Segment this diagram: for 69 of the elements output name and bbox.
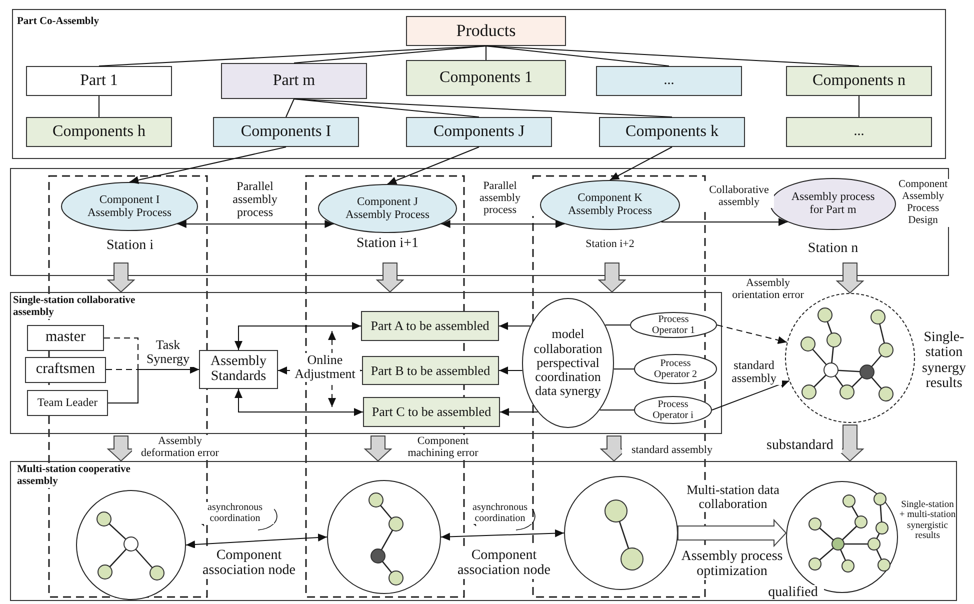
- process-box: Part m: [221, 63, 367, 99]
- arrow: [234, 388, 364, 416]
- connector-line: [294, 98, 672, 118]
- process-box: Team Leader: [27, 390, 108, 416]
- network-drawing: [76, 490, 186, 600]
- connector-line: [294, 46, 486, 64]
- block-arrow: [678, 518, 787, 548]
- arrow: [716, 324, 788, 344]
- block-arrow: [836, 262, 864, 294]
- process-box: Components n: [786, 66, 932, 96]
- note-label: Online Adjustment: [290, 353, 360, 382]
- process-box: Part B to be assembled: [362, 356, 499, 385]
- note-label: Assembly process optimization: [680, 549, 784, 580]
- note-label: asynchronous coordination: [196, 502, 274, 524]
- section-panel: [10, 168, 949, 276]
- process-box: master: [27, 325, 104, 351]
- process-box: Components k: [599, 117, 745, 147]
- network-drawing: [564, 476, 678, 590]
- process-box: Components 1: [406, 60, 566, 96]
- arrow: [108, 366, 200, 404]
- arrow: [234, 322, 362, 350]
- arrow: [186, 534, 328, 548]
- arrow: [387, 146, 480, 184]
- process-ellipse: Process Operator 1: [630, 312, 717, 338]
- process-box: ...: [596, 66, 742, 96]
- process-ellipse: Component K Assembly Process: [540, 180, 680, 230]
- arrow: [176, 220, 334, 228]
- connector-line: [286, 98, 294, 118]
- process-box: Part 1: [26, 66, 172, 96]
- connector-line: [486, 46, 860, 66]
- connector-line: [604, 324, 630, 326]
- arrow: [660, 218, 788, 226]
- process-box: craftsmen: [25, 357, 106, 383]
- block-arrow: [364, 436, 392, 462]
- connector-line: [486, 46, 670, 66]
- process-ellipse: Component I Assembly Process: [61, 182, 198, 231]
- section-title: Component Assembly Process Design: [897, 179, 949, 228]
- section-panel: [10, 461, 957, 601]
- arrow: [712, 380, 790, 410]
- process-box: Products: [406, 16, 566, 46]
- arrow: [498, 366, 523, 374]
- network-drawing: [327, 480, 441, 594]
- arrow: [498, 322, 531, 330]
- process-box: Components J: [406, 117, 552, 147]
- process-ellipse: model collaboration perspectival coordination data synergy: [522, 298, 614, 428]
- process-box: Assembly Standards: [199, 350, 278, 389]
- process-box: Components I: [213, 117, 359, 147]
- process-ellipse: Process Operator 2: [634, 354, 717, 384]
- process-box: Components h: [26, 117, 172, 147]
- arrow: [440, 529, 564, 541]
- edge-label: Collaborative assembly: [704, 184, 774, 208]
- connector-line: [858, 96, 860, 118]
- arrow: [440, 220, 565, 228]
- block-arrow: [598, 262, 626, 293]
- block-arrow: [376, 262, 404, 293]
- process-box: ...: [786, 117, 932, 147]
- connector-line: [294, 98, 480, 118]
- network-drawing: [785, 293, 915, 423]
- note-label: asynchronous coordination: [468, 502, 532, 524]
- process-ellipse: Assembly process for Part m: [770, 178, 896, 230]
- section-panel: [10, 292, 722, 434]
- process-box: Part C to be assembled: [363, 397, 500, 427]
- process-ellipse: Process Operator i: [634, 396, 712, 424]
- section-panel: [12, 9, 946, 159]
- process-ellipse: Component J Assembly Process: [318, 184, 457, 233]
- connector-line: [613, 368, 634, 370]
- block-arrow: [106, 262, 136, 293]
- process-box: Part A to be assembled: [361, 311, 499, 341]
- connector-line: [98, 96, 100, 118]
